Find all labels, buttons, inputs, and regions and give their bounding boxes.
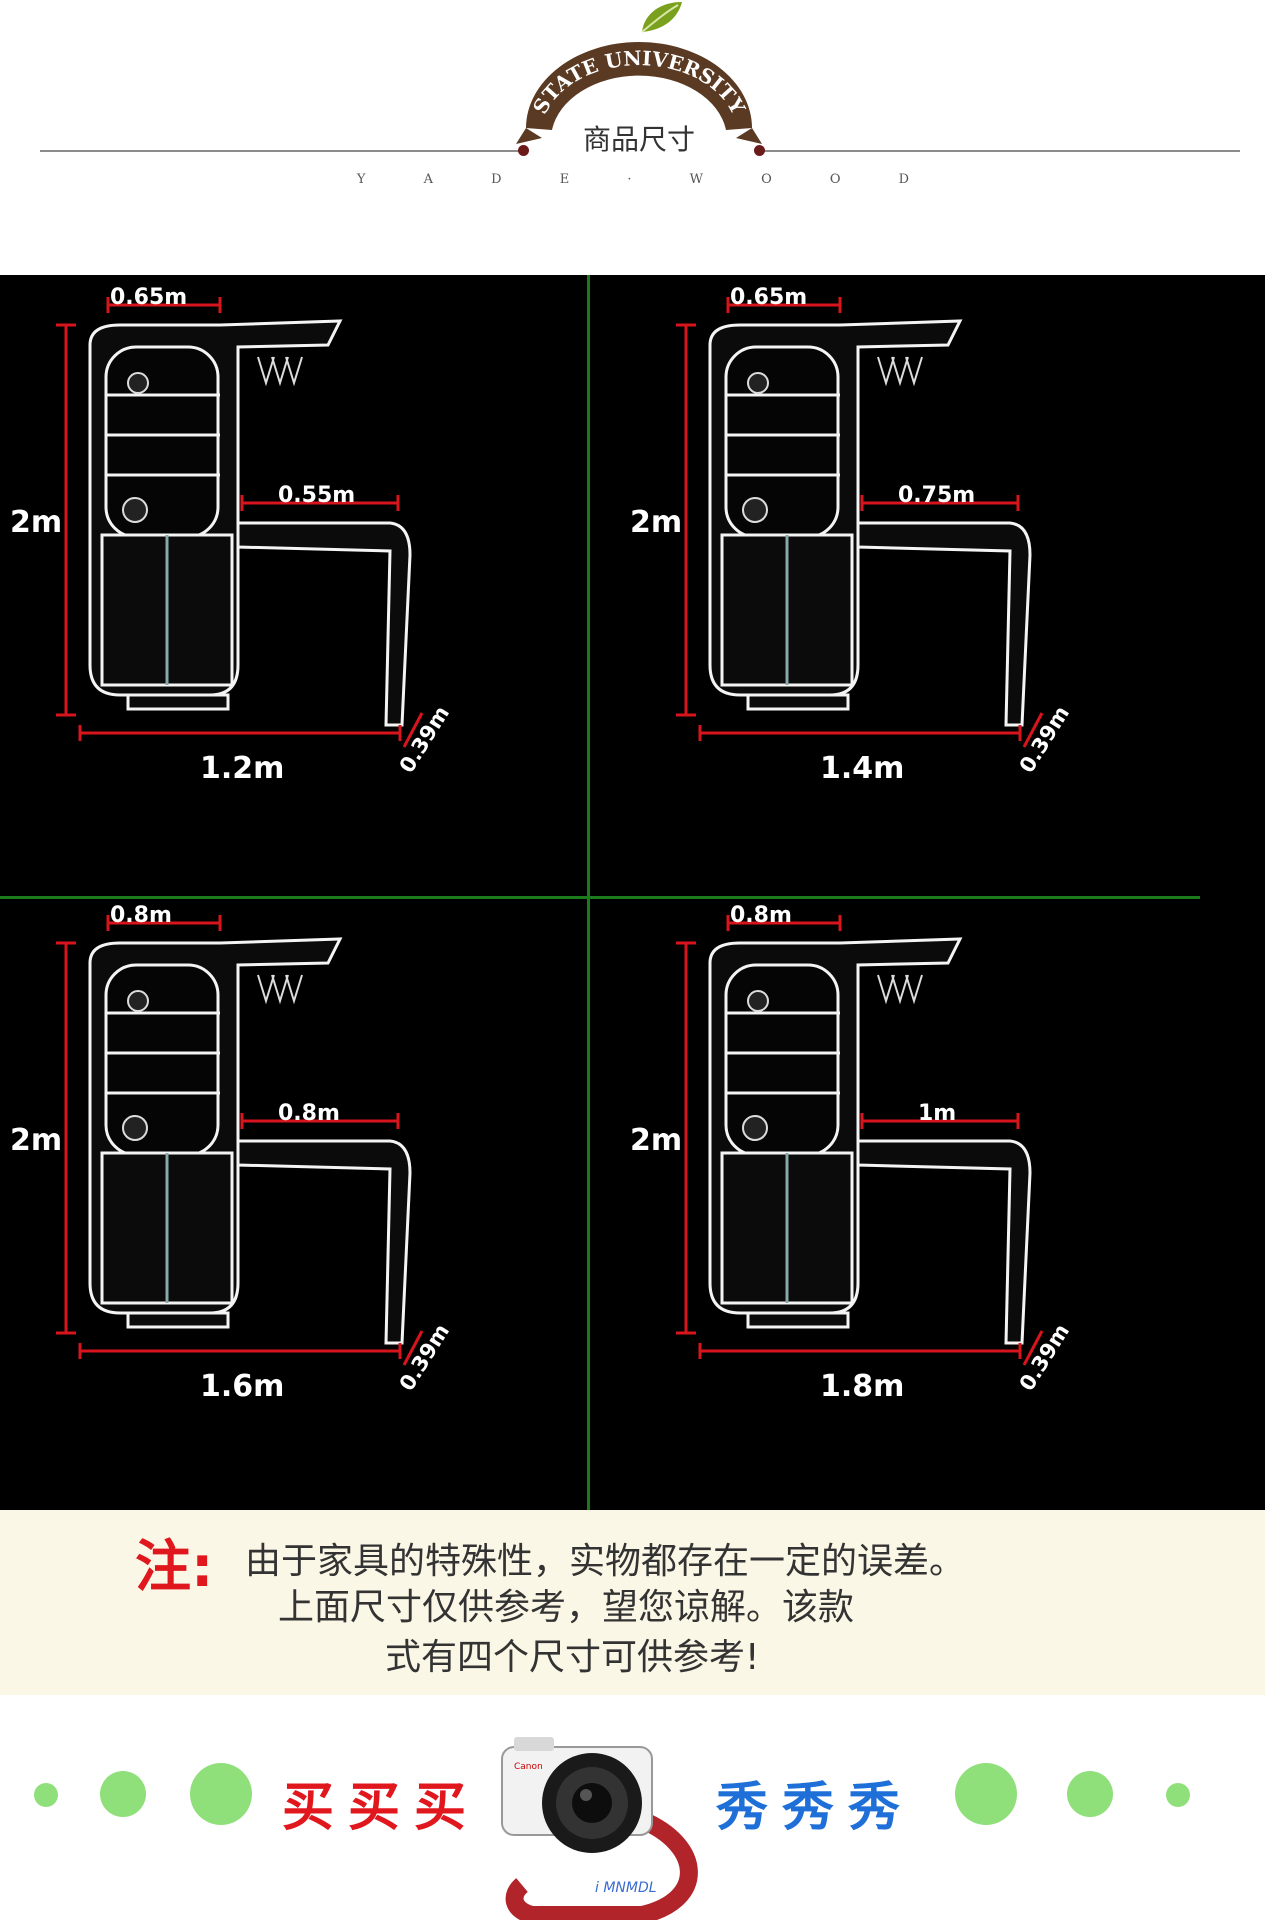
green-dot bbox=[955, 1763, 1017, 1825]
height-dimension-label: 2m bbox=[10, 1123, 63, 1158]
bar-width-dimension-label: 0.55m bbox=[278, 483, 356, 508]
svg-text:Canon: Canon bbox=[514, 1762, 543, 1772]
bar-width-dimension-label: 0.75m bbox=[898, 483, 976, 508]
height-dimension-label: 2m bbox=[10, 505, 63, 540]
bar-cabinet-drawing bbox=[676, 297, 1044, 748]
top-width-dimension-label: 0.65m bbox=[730, 285, 808, 310]
height-dimension-label: 2m bbox=[630, 1123, 683, 1158]
header-divider-left bbox=[40, 150, 520, 152]
bar-width-dimension-label: 0.8m bbox=[278, 1101, 340, 1126]
note-tag: 注: bbox=[135, 1535, 214, 1600]
grid-divider-horizontal bbox=[0, 896, 1200, 899]
total-width-dimension-label: 1.4m bbox=[820, 751, 905, 786]
section-footer: 买买买 秀秀秀 Canon i MNMDL bbox=[0, 1695, 1265, 1920]
bar-width-dimension-label: 1m bbox=[918, 1101, 957, 1126]
green-dot bbox=[1166, 1783, 1190, 1807]
note-line-1: 由于家具的特殊性，实物都存在一定的误差。 bbox=[245, 1541, 966, 1582]
total-width-dimension-label: 1.2m bbox=[200, 751, 285, 786]
note-line-2: 上面尺寸仅供参考，望您谅解。该款 bbox=[278, 1587, 855, 1628]
store-badge-logo: STATE UNIVERSITY bbox=[516, 42, 762, 144]
green-dot bbox=[190, 1763, 252, 1825]
divider-dot-right bbox=[754, 145, 765, 156]
divider-dot-left bbox=[518, 145, 529, 156]
grid-divider-vertical bbox=[587, 275, 590, 1510]
camera-caption: i MNMDL bbox=[595, 1880, 657, 1896]
total-width-dimension-label: 1.6m bbox=[200, 1369, 285, 1404]
total-width-dimension-label: 1.8m bbox=[820, 1369, 905, 1404]
bar-cabinet-drawing bbox=[56, 297, 424, 748]
top-width-dimension-label: 0.65m bbox=[110, 285, 188, 310]
bar-cabinet-drawing bbox=[56, 915, 424, 1366]
green-dot bbox=[100, 1771, 146, 1817]
green-dot bbox=[34, 1783, 58, 1807]
section-header: STATE UNIVERSITY 商品尺寸 Y A D E · W O O D bbox=[0, 0, 1265, 275]
camera-icon: Canon bbox=[501, 1737, 698, 1920]
top-width-dimension-label: 0.8m bbox=[730, 903, 792, 928]
note-line-3: 式有四个尺寸可供参考! bbox=[385, 1637, 760, 1678]
badge-title: 商品尺寸 bbox=[582, 123, 695, 156]
header-divider-right bbox=[760, 150, 1240, 152]
top-width-dimension-label: 0.8m bbox=[110, 903, 172, 928]
buy-slogan: 买买买 bbox=[282, 1778, 481, 1838]
bar-cabinet-drawing bbox=[676, 915, 1044, 1366]
brand-subtitle: Y A D E · W O O D bbox=[356, 172, 937, 187]
leaf-icon bbox=[641, 2, 682, 33]
show-slogan: 秀秀秀 bbox=[716, 1778, 915, 1838]
size-note: 注: 由于家具的特殊性，实物都存在一定的误差。 上面尺寸仅供参考，望您谅解。该款… bbox=[0, 1510, 1265, 1695]
height-dimension-label: 2m bbox=[630, 505, 683, 540]
green-dot bbox=[1067, 1771, 1113, 1817]
